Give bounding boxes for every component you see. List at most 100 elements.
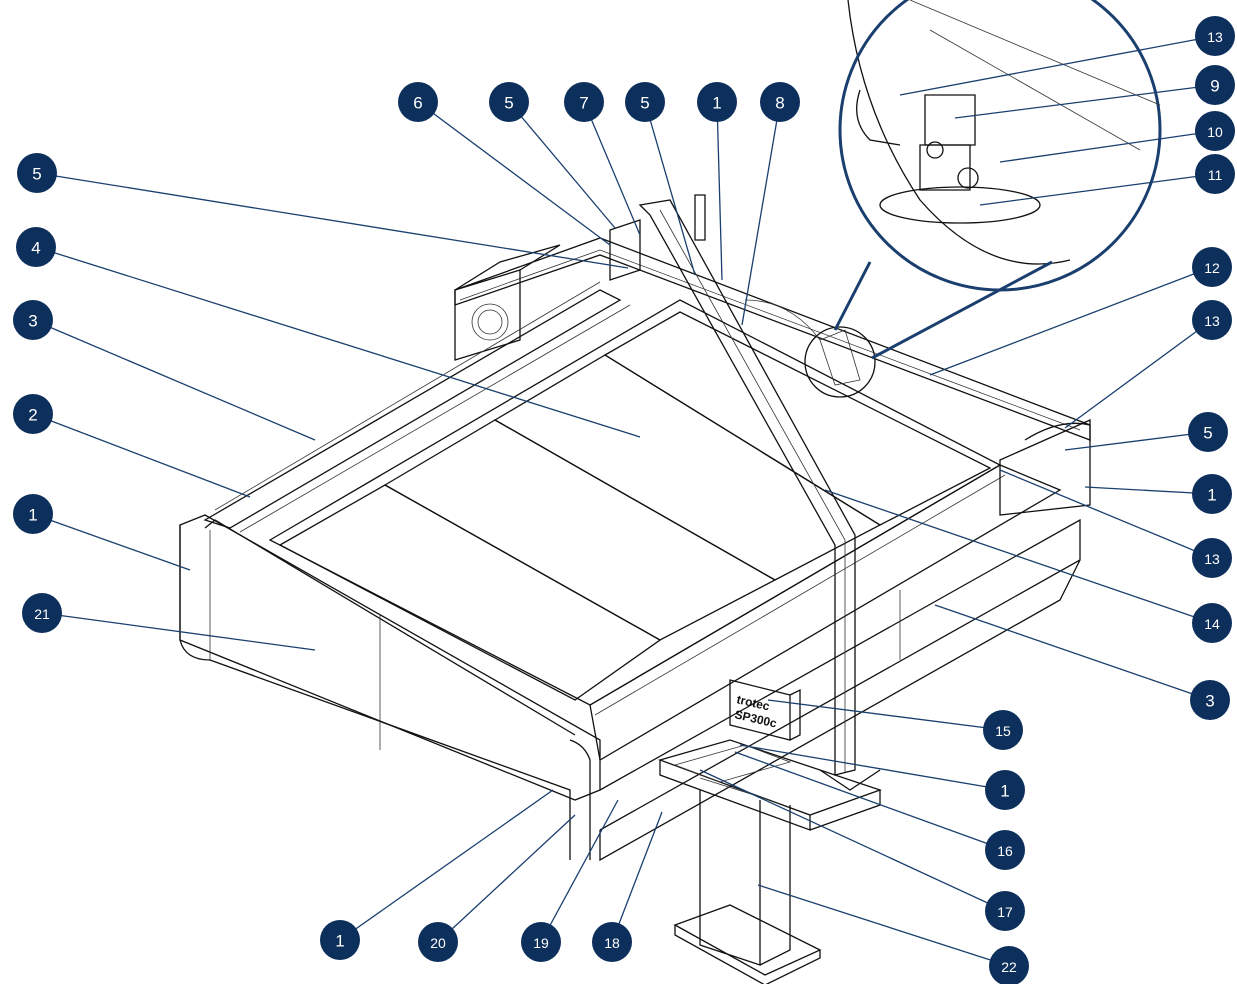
callout-circle xyxy=(985,891,1025,931)
callout-number: 12 xyxy=(1204,260,1220,276)
leader-line-5 xyxy=(1064,431,1209,451)
callout-badge-19: 19 xyxy=(521,922,561,962)
callout-number: 1 xyxy=(1207,486,1216,505)
callout-badge-13: 13 xyxy=(1192,538,1232,578)
callout-number: 20 xyxy=(430,935,446,951)
leader-line-5 xyxy=(508,101,616,229)
callout-circle xyxy=(760,82,800,122)
callout-number: 16 xyxy=(997,843,1013,859)
callout-badge-7: 7 xyxy=(564,82,604,122)
callout-number: 11 xyxy=(1208,167,1223,183)
leader-line-5 xyxy=(644,101,696,276)
callout-number: 13 xyxy=(1204,551,1220,567)
callout-badge-9: 9 xyxy=(1195,65,1235,105)
callout-number: 21 xyxy=(34,606,50,622)
callout-circle xyxy=(625,82,665,122)
callout-number: 10 xyxy=(1207,124,1223,140)
callout-number: 14 xyxy=(1204,616,1220,632)
callout-circle xyxy=(1192,474,1232,514)
leader-line-1 xyxy=(716,101,723,281)
callout-badge-5: 5 xyxy=(17,153,57,193)
leader-line-14 xyxy=(824,489,1213,624)
callout-circle xyxy=(985,770,1025,810)
callout-badge-13: 13 xyxy=(1192,300,1232,340)
callout-badge-16: 16 xyxy=(985,830,1025,870)
callout-badge-18: 18 xyxy=(592,922,632,962)
callout-badge-20: 20 xyxy=(418,922,458,962)
callout-number: 4 xyxy=(31,239,40,258)
callout-badge-8: 8 xyxy=(760,82,800,122)
leader-line-1 xyxy=(739,744,1006,791)
leader-line-15 xyxy=(767,699,1004,731)
leader-line-20 xyxy=(437,814,576,943)
leader-line-13 xyxy=(899,35,1216,96)
callout-number: 8 xyxy=(775,94,784,113)
callout-number: 15 xyxy=(995,723,1011,739)
leader-line-22 xyxy=(757,884,1010,967)
callout-badge-3: 3 xyxy=(13,300,53,340)
callout-circle xyxy=(320,920,360,960)
leader-line-12 xyxy=(929,266,1213,376)
leader-line-7 xyxy=(583,101,641,236)
callout-badge-1: 1 xyxy=(320,920,360,960)
detail-zoom xyxy=(833,0,1162,360)
callout-circle xyxy=(13,494,53,534)
leader-line-19 xyxy=(540,799,619,943)
callout-circle xyxy=(1190,680,1230,720)
callout-number: 13 xyxy=(1204,313,1220,329)
callout-badge-1: 1 xyxy=(985,770,1025,810)
callout-badges: 1391011121351131431511617221819201211234… xyxy=(13,16,1235,984)
callout-circle xyxy=(1195,65,1235,105)
leader-line-8 xyxy=(741,101,781,326)
leader-line-13 xyxy=(1064,319,1213,429)
callout-number: 18 xyxy=(604,935,620,951)
callout-number: 3 xyxy=(1205,692,1214,711)
leader-line-3 xyxy=(934,604,1211,701)
callout-badge-5: 5 xyxy=(1188,412,1228,452)
callout-badge-13: 13 xyxy=(1195,16,1235,56)
callout-badge-2: 2 xyxy=(13,394,53,434)
callout-badge-21: 21 xyxy=(22,593,62,633)
leader-line-16 xyxy=(734,751,1006,851)
callout-badge-6: 6 xyxy=(398,82,438,122)
callout-circle xyxy=(418,922,458,962)
callout-circle xyxy=(521,922,561,962)
callout-badge-1: 1 xyxy=(1192,474,1232,514)
callout-number: 19 xyxy=(533,935,549,951)
callout-circle xyxy=(697,82,737,122)
leader-line-13 xyxy=(999,469,1213,559)
callout-circle xyxy=(1195,111,1235,151)
leader-line-4 xyxy=(35,246,641,438)
callout-number: 5 xyxy=(640,94,649,113)
callout-circle xyxy=(989,946,1029,984)
callout-badge-22: 22 xyxy=(989,946,1029,984)
callout-number: 7 xyxy=(579,94,588,113)
callout-circle xyxy=(985,830,1025,870)
callout-number: 1 xyxy=(1000,782,1009,801)
leader-line-17 xyxy=(699,769,1006,912)
machine-body: trotec SP300c xyxy=(179,194,1091,984)
callout-number: 13 xyxy=(1207,29,1223,45)
callout-number: 1 xyxy=(712,94,721,113)
callout-badge-15: 15 xyxy=(983,710,1023,750)
callout-circle xyxy=(17,153,57,193)
callout-number: 22 xyxy=(1001,959,1017,975)
leader-line-21 xyxy=(41,612,316,651)
callout-circle xyxy=(1192,247,1232,287)
callout-badge-14: 14 xyxy=(1192,603,1232,643)
callout-circle xyxy=(1188,412,1228,452)
callout-number: 6 xyxy=(413,94,422,113)
callout-circle xyxy=(1192,300,1232,340)
callout-number: 17 xyxy=(997,904,1013,920)
callout-badge-5: 5 xyxy=(625,82,665,122)
callout-badge-1: 1 xyxy=(697,82,737,122)
callout-badge-10: 10 xyxy=(1195,111,1235,151)
callout-number: 5 xyxy=(1203,424,1212,443)
leader-line-1 xyxy=(339,789,554,941)
callout-number: 2 xyxy=(28,406,37,425)
callout-circle xyxy=(13,300,53,340)
callout-circle xyxy=(16,227,56,267)
callout-circle xyxy=(398,82,438,122)
